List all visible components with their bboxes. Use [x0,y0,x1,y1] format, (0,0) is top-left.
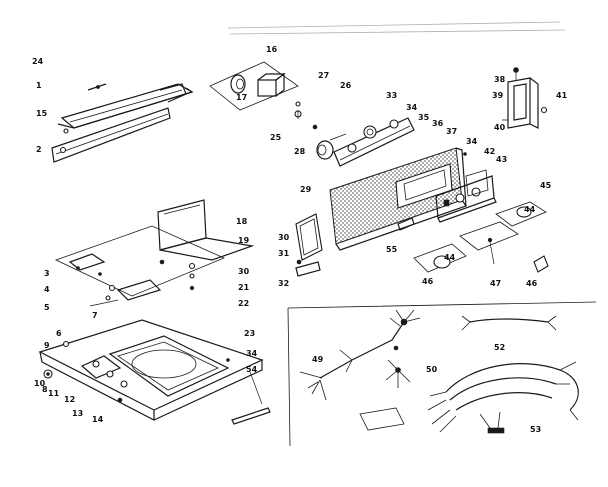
callout-46b: 46 [526,279,538,288]
console-knobs [312,117,415,167]
callout-36: 36 [432,119,444,128]
control-panel-trim [51,83,194,163]
callout-15: 15 [36,109,48,118]
callout-39: 39 [492,91,504,100]
callout-38: 38 [494,75,506,84]
callout-34b: 34 [466,137,478,146]
callout-35: 35 [418,113,430,122]
callout-4: 4 [44,285,50,294]
callout-6: 6 [56,329,62,338]
callout-3: 3 [44,269,50,278]
callout-28: 28 [294,147,306,156]
callout-29: 29 [300,185,312,194]
callout-10: 10 [34,379,46,388]
callout-19: 19 [238,236,250,245]
callout-49: 49 [312,355,324,364]
callout-7: 7 [92,311,98,320]
lid-switch-bracket [502,67,548,129]
callout-42: 42 [484,147,495,156]
callout-32: 32 [278,279,289,288]
callout-43: 43 [496,155,507,164]
callout-30b: 30 [238,267,250,276]
callout-labels: 24 1 15 2 16 17 27 25 26 33 34 35 28 36 … [32,45,568,434]
callout-51: 52 [494,343,505,352]
callout-22: 22 [238,299,249,308]
callout-27: 27 [318,71,329,80]
callout-13: 13 [72,409,83,418]
callout-9: 9 [44,341,50,350]
timer-assembly [209,61,302,119]
callout-40: 40 [494,123,506,132]
callout-26: 26 [340,81,352,90]
base-plate [54,199,255,307]
callout-16: 16 [266,45,278,54]
callout-34: 34 [406,103,418,112]
callout-52: 53 [530,425,541,434]
callout-24: 24 [32,57,44,66]
wiring-harness-box [287,301,597,447]
callout-5: 5 [44,303,50,312]
callout-18: 18 [236,217,248,226]
callout-45: 45 [540,181,552,190]
callout-44: 44 [524,205,536,214]
header-band [227,21,566,35]
callout-44b: 44 [444,253,456,262]
callout-1: 1 [36,81,42,90]
callout-31: 31 [278,249,290,258]
callout-50: 50 [426,365,438,374]
callout-2: 2 [36,145,42,154]
callout-53: 54 [246,365,258,374]
callout-41: 41 [556,91,568,100]
callout-54: 55 [386,245,398,254]
switch-panel [413,169,549,273]
callout-25: 25 [270,133,282,142]
callout-8: 8 [42,385,48,394]
callout-12: 12 [64,395,75,404]
callout-47: 47 [490,279,501,288]
callout-30: 30 [278,233,290,242]
callout-46: 46 [422,277,434,286]
callout-33: 33 [386,91,397,100]
callout-14: 14 [92,415,104,424]
callout-37: 37 [446,127,457,136]
callout-34c: 34 [246,349,258,358]
callout-21: 21 [238,283,250,292]
callout-17: 17 [236,93,247,102]
callout-11: 11 [48,389,60,398]
callout-23: 23 [244,329,255,338]
control-panel [295,147,467,277]
cabinet-base [38,319,271,425]
